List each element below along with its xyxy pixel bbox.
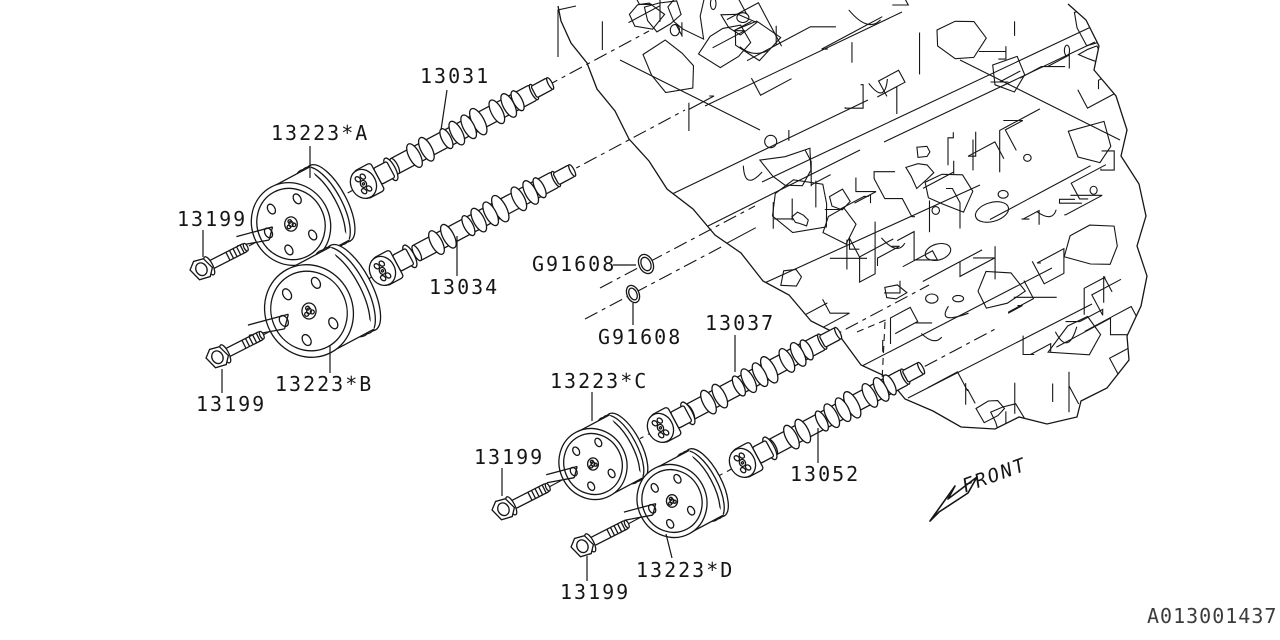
diagram-code: A013001437: [1147, 604, 1278, 628]
exploded-parts: [189, 76, 926, 558]
cam-coupling-row4: [728, 436, 778, 479]
cam-sprocket-13223B: [247, 243, 382, 358]
cam-sprocket-13223C: [546, 412, 649, 501]
engine-cylinder-head-illustration: [557, 0, 1148, 430]
part-label-g91608-2: G91608: [598, 325, 683, 349]
part-label-13034: 13034: [429, 275, 500, 299]
part-label-13199-2: 13199: [196, 392, 267, 416]
seal-ring-g91608-2: [625, 284, 641, 304]
seal-ring-g91608-1: [637, 253, 655, 275]
part-label-13052: 13052: [790, 462, 861, 486]
sprocket-bolt-13199-3: [491, 482, 551, 521]
part-label-13037: 13037: [705, 311, 776, 335]
cam-coupling-row2: [368, 244, 418, 287]
part-label-13223D: 13223*D: [636, 558, 735, 582]
camshaft-13037: [684, 326, 843, 421]
part-label-13223C: 13223*C: [550, 369, 649, 393]
cam-coupling-row3: [646, 401, 696, 444]
cam-coupling-row1: [349, 157, 399, 200]
cam-sprocket-13223A: [236, 164, 356, 267]
part-label-13199-1: 13199: [177, 207, 248, 231]
camshaft-13052: [767, 361, 926, 456]
part-label-13223A: 13223*A: [271, 121, 370, 145]
part-label-13199-3: 13199: [474, 445, 545, 469]
sprocket-bolt-13199-2: [205, 330, 265, 369]
cam-sprocket-13223D: [623, 448, 729, 539]
part-label-13031: 13031: [420, 64, 491, 88]
camshaft-13031: [389, 76, 555, 175]
label-leader-lines: [202, 89, 819, 581]
sprocket-bolt-13199-4: [570, 519, 630, 558]
part-label-13223B: 13223*B: [275, 372, 374, 396]
front-arrow-icon: [929, 476, 978, 522]
part-label-13199-4: 13199: [560, 580, 631, 604]
part-label-g91608-1: G91608: [532, 252, 617, 276]
sprocket-bolt-13199-1: [189, 242, 249, 281]
camshaft-13034: [411, 163, 577, 262]
